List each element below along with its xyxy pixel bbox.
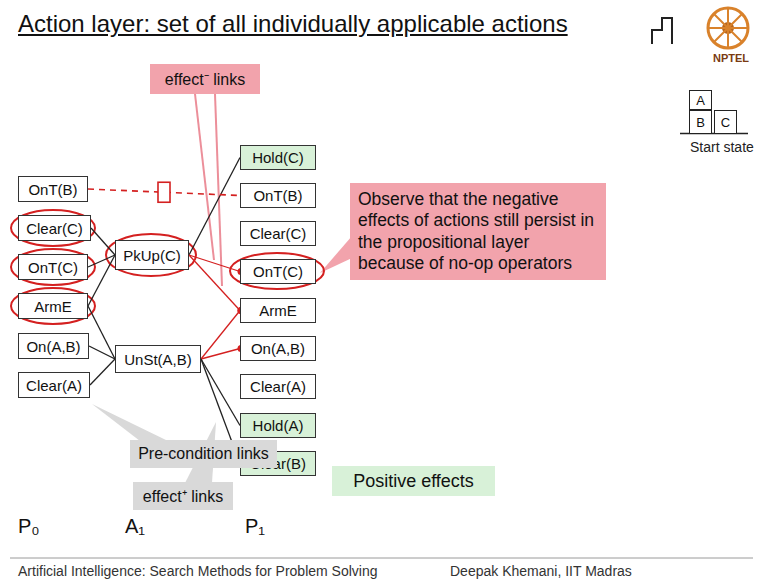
node-text: Clear(C): [26, 220, 83, 237]
callout-pointer: [320, 236, 352, 273]
proposition-box: ArmE: [18, 293, 88, 319]
node-text: effect⁺ links: [143, 485, 223, 507]
node-text: UnSt(A,B): [124, 351, 192, 368]
node-text: C: [721, 115, 730, 130]
action-box: PkUp(C): [115, 240, 189, 270]
proposition-box: Clear(A): [18, 372, 90, 398]
node-text: Hold(C): [252, 149, 304, 166]
precondition-link: [89, 346, 115, 359]
callout-pointer: [92, 404, 168, 441]
proposition-box: Clear(A): [240, 374, 316, 399]
block-box: A: [689, 90, 712, 110]
proposition-box: OnT(C): [18, 254, 88, 280]
node-text: OnT(C): [28, 259, 78, 276]
callout-box: Pre-condition links: [130, 440, 277, 468]
leader-line: [215, 94, 222, 286]
node-text: Clear(A): [250, 378, 306, 395]
negative-effect-link: [201, 307, 245, 359]
block-box: B: [689, 110, 712, 134]
proposition-box: On(A,B): [18, 333, 89, 359]
node-text: On(A,B): [251, 340, 305, 357]
positive-effect-link: [201, 359, 240, 426]
slide-title: Action layer: set of all individually ap…: [18, 10, 568, 38]
footer-text: Deepak Khemani, IIT Madras: [450, 563, 632, 579]
proposition-box: OnT(B): [240, 183, 316, 208]
precondition-link: [88, 306, 115, 359]
hand-annotation: [11, 210, 324, 324]
node-text: A: [696, 93, 705, 108]
callout-box: Observe that the negative effects of act…: [350, 183, 606, 280]
layer-name: P₁: [245, 515, 265, 538]
footer-text: Artificial Intelligence: Search Methods …: [18, 563, 378, 579]
precondition-link: [88, 255, 115, 267]
proposition-box: On(A,B): [240, 336, 316, 361]
layer-name: P₀: [18, 515, 40, 538]
legend-box: Positive effects: [332, 466, 495, 496]
block-box: C: [714, 110, 737, 134]
precondition-link: [90, 359, 115, 385]
node-text: ArmE: [34, 298, 72, 315]
node-text: Pre-condition links: [138, 445, 269, 463]
node-text: Positive effects: [353, 471, 474, 492]
figure-caption: Start state: [690, 139, 754, 155]
positive-effect-link: [189, 158, 240, 256]
no-op-link: [88, 182, 240, 202]
node-text: OnT(B): [253, 187, 302, 204]
node-text: B: [696, 115, 705, 130]
node-text: On(A,B): [26, 338, 80, 355]
proposition-box: Hold(C): [240, 145, 316, 170]
node-text: Hold(A): [253, 417, 304, 434]
proposition-box: Hold(A): [240, 413, 316, 438]
nptel-wheel: [708, 8, 748, 48]
precondition-link: [91, 228, 115, 255]
proposition-box: Clear(C): [240, 221, 316, 246]
node-text: Clear(A): [26, 377, 82, 394]
callout-box: effect⁻ links: [150, 64, 260, 94]
leader-line: [195, 94, 214, 260]
node-text: effect⁻ links: [165, 68, 245, 90]
precondition-link: [88, 255, 115, 306]
proposition-box: Clear(C): [18, 215, 91, 241]
action-box: UnSt(A,B): [115, 345, 201, 373]
negative-effect-link: [201, 345, 245, 359]
proposition-box: OnT(B): [18, 176, 88, 202]
node-text: OnT(B): [28, 181, 77, 198]
node-text: Observe that the negative effects of act…: [358, 189, 598, 274]
callout-box: effect⁺ links: [133, 482, 233, 510]
footer-rule: [10, 558, 753, 559]
node-text: PkUp(C): [123, 247, 181, 264]
node-text: OnT(C): [253, 263, 303, 280]
negative-effect-link: [189, 255, 245, 314]
proposition-box: OnT(C): [240, 259, 316, 284]
layer-name: A₁: [125, 515, 145, 538]
proposition-box: ArmE: [240, 298, 316, 323]
logo-symbol: [652, 18, 672, 44]
node-text: Clear(C): [250, 225, 307, 242]
logo-text: NPTEL: [713, 52, 749, 64]
node-text: ArmE: [259, 302, 297, 319]
